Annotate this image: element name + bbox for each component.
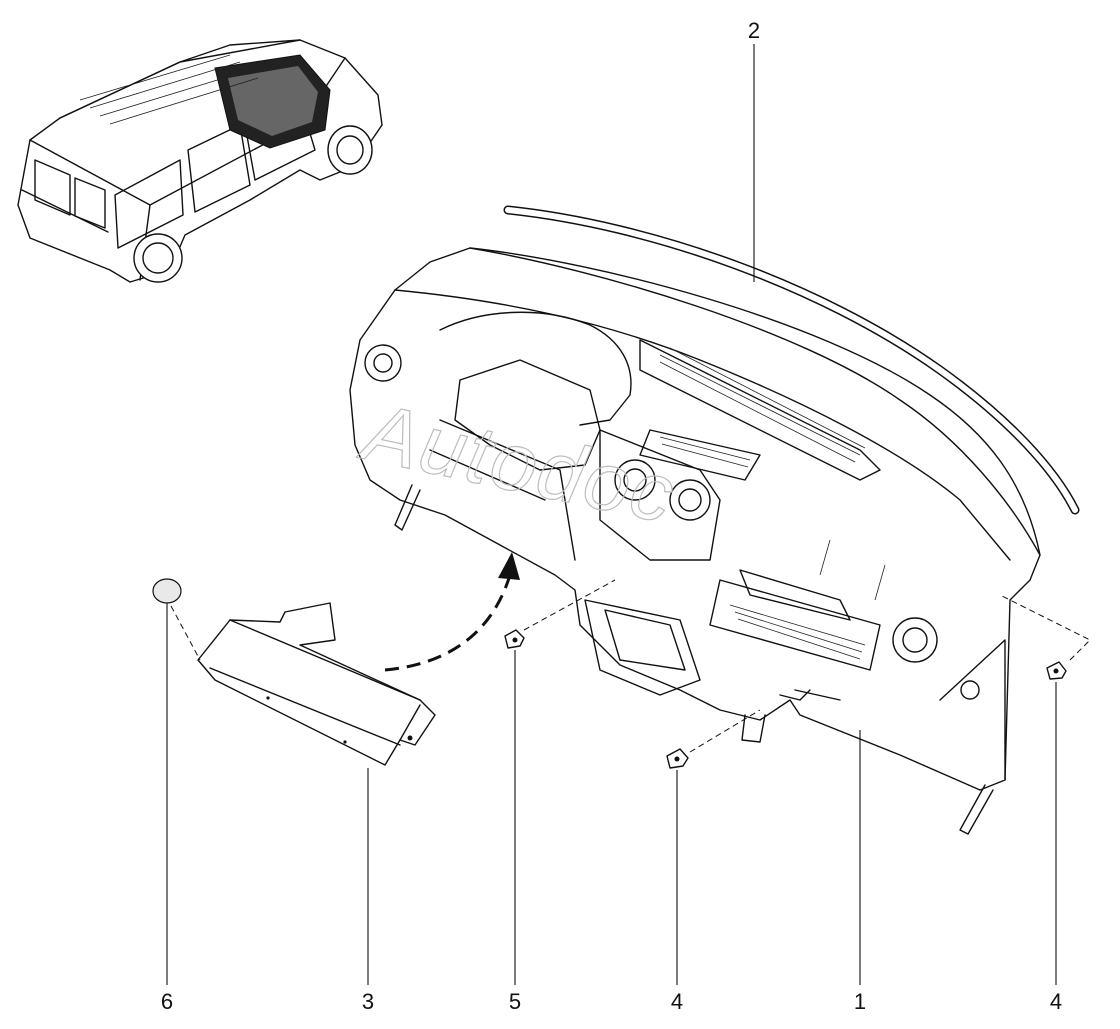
callout-2: 2 bbox=[748, 18, 760, 43]
screw-lower bbox=[666, 748, 689, 769]
assembly-direction-arrow bbox=[384, 552, 520, 672]
callout-leaders bbox=[166, 44, 1057, 985]
screw-center bbox=[504, 629, 525, 649]
callout-4-right: 4 bbox=[1050, 989, 1062, 1014]
callout-3: 3 bbox=[362, 989, 374, 1014]
dashboard-assembly bbox=[349, 247, 1041, 835]
callout-1: 1 bbox=[854, 989, 866, 1014]
cover-panel bbox=[197, 602, 436, 766]
screw-right bbox=[1046, 661, 1067, 680]
callout-5: 5 bbox=[509, 989, 521, 1014]
callout-4-lower: 4 bbox=[671, 989, 683, 1014]
clip-part bbox=[152, 578, 182, 604]
callout-6: 6 bbox=[161, 989, 173, 1014]
vehicle-overview-illustration bbox=[17, 39, 383, 283]
fastener-leaders bbox=[170, 579, 1091, 753]
